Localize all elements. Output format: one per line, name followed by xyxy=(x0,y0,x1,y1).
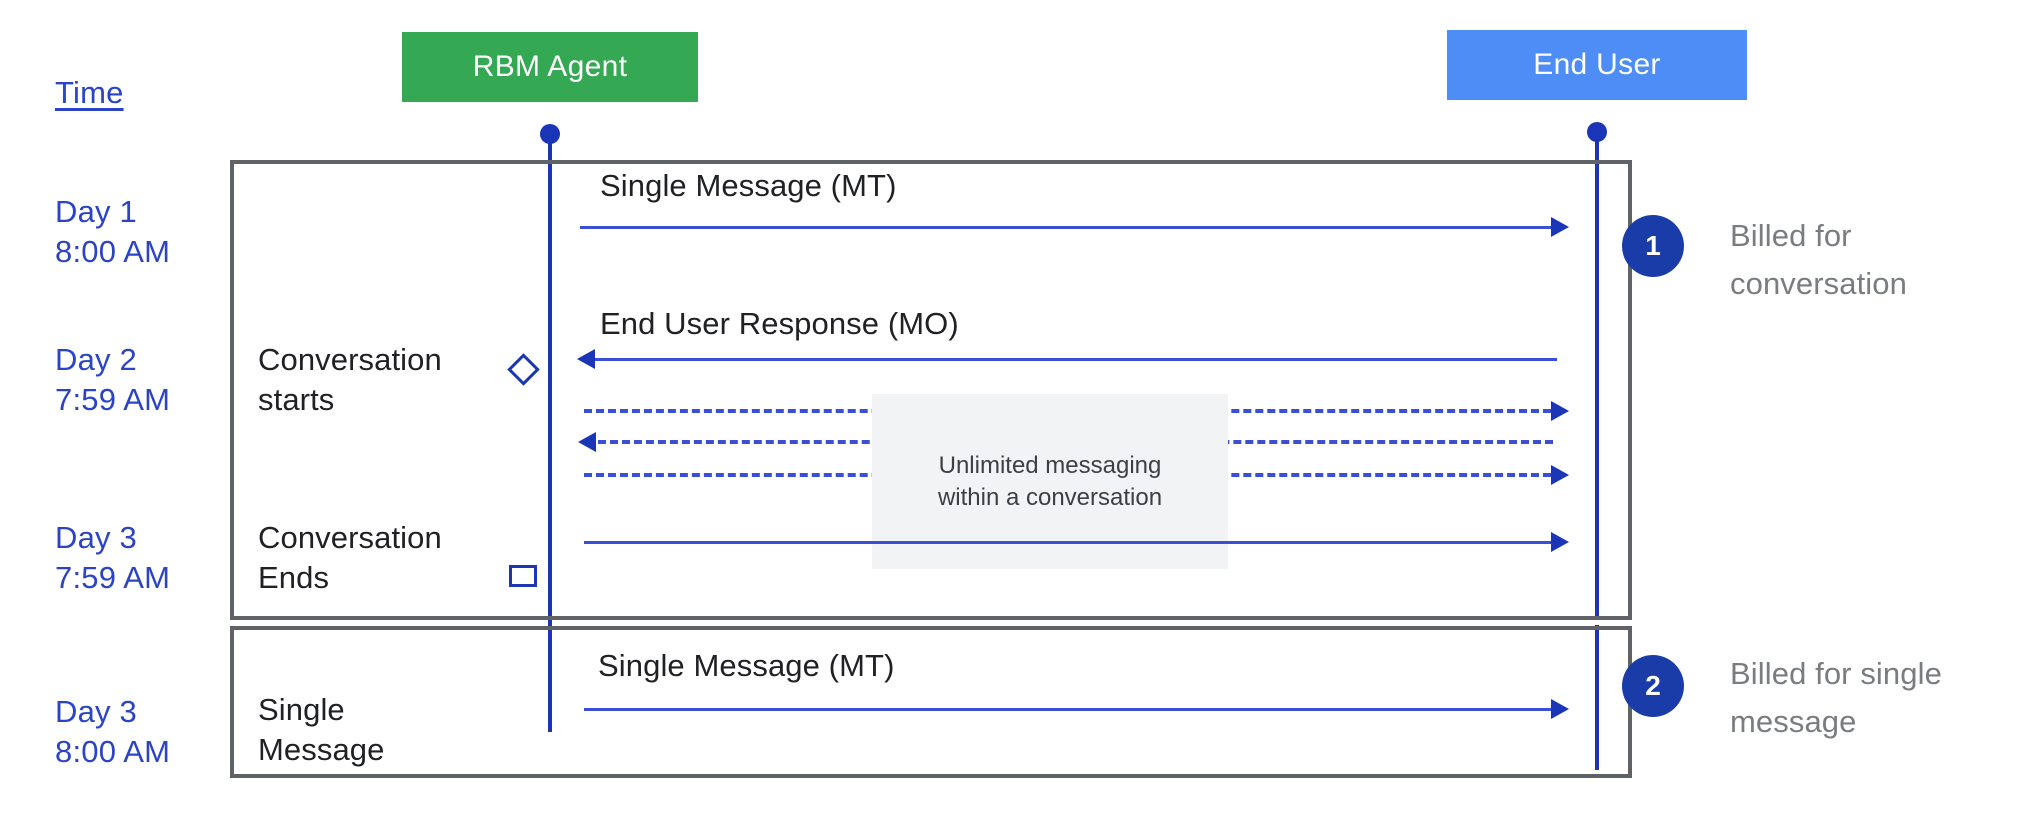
lifeline-marker-conversation-end-square xyxy=(509,565,537,587)
lifeline-end-user-conversation xyxy=(1595,132,1599,620)
message-arrow-head-3 xyxy=(1551,401,1569,421)
message-arrow-head-7 xyxy=(1551,699,1569,719)
group-box-single-message xyxy=(230,626,1632,778)
lifeline-rbm-agent-conversation xyxy=(548,134,552,574)
actor-label-rbm-agent: RBM Agent xyxy=(472,50,628,83)
message-arrow-line-6 xyxy=(584,541,1555,544)
time-label-day3-single: Day 3 8:00 AM xyxy=(55,694,171,769)
group-box-conversation xyxy=(230,160,1632,620)
message-arrow-head-5 xyxy=(1551,465,1569,485)
callout-text-billed-for-conversation: Billed for conversation xyxy=(1730,218,1907,301)
lifeline-rbm-agent-single xyxy=(548,572,552,732)
message-arrow-head-1 xyxy=(1551,217,1569,237)
message-arrow-line-1 xyxy=(580,226,1555,229)
message-arrow-head-2 xyxy=(577,349,595,369)
message-arrow-line-7 xyxy=(584,708,1555,711)
lifeline-end-user-single xyxy=(1595,625,1599,770)
time-axis-header: Time xyxy=(55,75,124,110)
actor-label-end-user: End User xyxy=(1533,48,1661,81)
callout-text-billed-for-single-message: Billed for single message xyxy=(1730,656,1942,739)
time-label-day2: Day 2 7:59 AM xyxy=(55,342,171,417)
group-label-conversation-ends: Conversation Ends xyxy=(258,520,442,595)
note-unlimited-messaging: Unlimited messaging within a conversatio… xyxy=(872,394,1228,569)
callout-badge-2[interactable]: 2 xyxy=(1622,655,1684,717)
time-label-day1: Day 1 8:00 AM xyxy=(55,194,171,269)
callout-badge-1[interactable]: 1 xyxy=(1622,215,1684,277)
time-label-day3-end: Day 3 7:59 AM xyxy=(55,520,171,595)
message-arrow-head-4 xyxy=(578,432,596,452)
actor-header-end-user[interactable]: End User xyxy=(1447,30,1747,100)
group-label-single-message: Single Message xyxy=(258,692,385,767)
message-label-single-message-mt-1: Single Message (MT) xyxy=(600,168,897,203)
message-arrow-line-2 xyxy=(595,358,1557,361)
message-arrow-head-6 xyxy=(1551,532,1569,552)
actor-header-rbm-agent[interactable]: RBM Agent xyxy=(402,32,698,102)
message-label-single-message-mt-2: Single Message (MT) xyxy=(598,648,895,683)
message-label-end-user-response-mo: End User Response (MO) xyxy=(600,306,959,341)
group-label-conversation-starts: Conversation starts xyxy=(258,342,442,417)
